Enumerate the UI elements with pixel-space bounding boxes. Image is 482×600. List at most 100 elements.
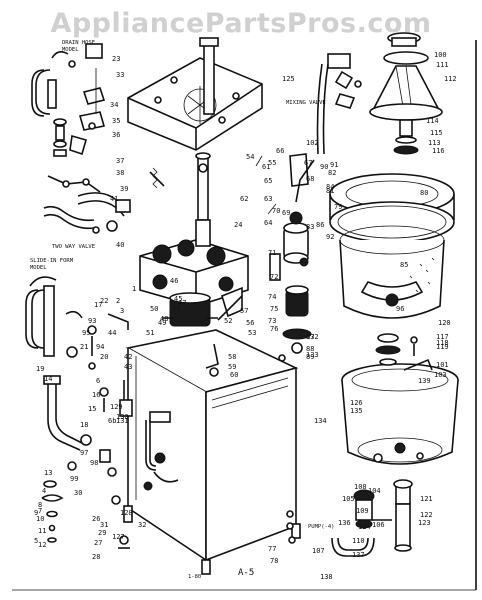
- transmission-base-plate: [127, 37, 263, 151]
- callout-131: 131: [116, 417, 129, 425]
- two-way-valve-hose: [43, 192, 131, 234]
- callout-121: 121: [420, 495, 433, 503]
- callout-23: 23: [112, 55, 121, 63]
- callout-47: 47: [178, 299, 187, 307]
- callout-19: 19: [36, 365, 45, 373]
- callout-28: 28: [92, 553, 101, 561]
- callout-27: 27: [94, 539, 103, 547]
- callout-29: 29: [98, 529, 107, 537]
- callout-48: 48: [160, 315, 169, 323]
- callout-76: 76: [270, 325, 279, 333]
- callout-51: 51: [146, 329, 155, 337]
- note-drain-hose-upper-2: MODEL: [62, 47, 79, 53]
- callout-127: 127: [112, 533, 125, 541]
- callout-91: 91: [330, 161, 339, 169]
- leveling-legs: [118, 510, 296, 549]
- callout-69: 69: [282, 209, 291, 217]
- callout-89: 89: [306, 353, 315, 361]
- fill-hose: [43, 375, 92, 471]
- callout-57: 57: [240, 307, 249, 315]
- callout-22: 22: [100, 297, 109, 305]
- spin-basket: [329, 173, 455, 319]
- drain-hose-upper: [31, 50, 76, 117]
- callout-110: 110: [352, 537, 365, 545]
- callout-59: 59: [228, 363, 237, 371]
- callout-15: 15: [88, 405, 97, 413]
- callout-112: 112: [444, 75, 457, 83]
- callout-39: 39: [120, 185, 129, 193]
- callout-75: 75: [270, 305, 279, 313]
- callout-79: 79: [334, 203, 343, 211]
- callout-63: 63: [264, 195, 273, 203]
- callout-73: 73: [268, 317, 277, 325]
- callout-43: 43: [124, 363, 133, 371]
- callout-107: 107: [312, 547, 325, 555]
- callout-26: 26: [92, 515, 101, 523]
- watermark: AppliancePartsPros.com: [50, 8, 432, 39]
- callout-25: 25: [172, 305, 181, 313]
- callout-36: 36: [112, 131, 121, 139]
- callout-40: 40: [116, 241, 125, 249]
- snubber-link: [149, 167, 165, 189]
- callout-2: 2: [116, 297, 121, 305]
- pump-pulley-stack: [278, 222, 312, 362]
- callout-135: 135: [350, 407, 363, 415]
- note-drain-hose-left-1: SLIDE-IN FORM: [30, 258, 74, 264]
- callout-100: 100: [434, 51, 447, 59]
- callout-6b: 6b: [108, 417, 117, 425]
- mixing-valve: [295, 53, 362, 203]
- callout-42: 42: [124, 353, 133, 361]
- callout-98: 98: [90, 459, 99, 467]
- callout-30: 30: [74, 489, 83, 497]
- callout-62: 62: [240, 195, 249, 203]
- callout-5: 5: [34, 537, 39, 545]
- callout-11: 11: [38, 527, 47, 535]
- callout-104: 104: [368, 487, 381, 495]
- callout-56: 56: [246, 319, 255, 327]
- callout-105: 105: [342, 495, 355, 503]
- callout-66: 66: [276, 147, 285, 155]
- callout-123: 123: [418, 519, 431, 527]
- callout-50: 50: [150, 305, 159, 313]
- callout-44: 44: [108, 329, 117, 337]
- hardware-column-left: [47, 118, 101, 193]
- idler-bracket: [221, 286, 243, 318]
- callout-67: 67: [304, 159, 313, 167]
- callout-82: 82: [328, 169, 337, 177]
- callout-88: 88: [306, 345, 315, 353]
- hardware-stack-bottom-left: [41, 480, 64, 543]
- tie-rod: [217, 295, 243, 321]
- callout-37: 37: [116, 157, 125, 165]
- callout-16: 16: [92, 391, 101, 399]
- callout-101: 101: [436, 361, 449, 369]
- brake-parts: [119, 380, 179, 491]
- drain-hose-lower: [25, 276, 83, 358]
- callout-85: 85: [400, 261, 409, 269]
- callout-13: 13: [44, 469, 53, 477]
- callout-53: 53: [248, 329, 257, 337]
- callout-120: 120: [438, 319, 451, 327]
- callout-109: 109: [356, 507, 369, 515]
- note-drain-hose-left-2: MODEL: [30, 265, 47, 271]
- callout-17: 17: [94, 301, 103, 309]
- callout-77: 77: [268, 545, 277, 553]
- callout-116: 116: [432, 147, 445, 155]
- callout-38: 38: [116, 169, 125, 177]
- catalog-code: 1-80: [188, 574, 202, 580]
- note-drain-hose-upper-1: DRAIN HOSE: [62, 40, 96, 46]
- callout-18: 18: [80, 421, 89, 429]
- callout-34: 34: [110, 101, 119, 109]
- callout-136: 136: [338, 519, 351, 527]
- callout-1: 1: [132, 285, 137, 293]
- callout-31: 31: [100, 521, 109, 529]
- callout-137: 137: [352, 551, 365, 559]
- drive-motor: [162, 292, 218, 327]
- tub-bracket-parts: [255, 153, 309, 281]
- callout-108: 108: [354, 483, 367, 491]
- callout-60: 60: [230, 371, 239, 379]
- callout-125: 125: [282, 75, 295, 83]
- callout-122: 122: [420, 511, 433, 519]
- callout-52: 52: [224, 317, 233, 325]
- callout-132: 132: [306, 333, 319, 341]
